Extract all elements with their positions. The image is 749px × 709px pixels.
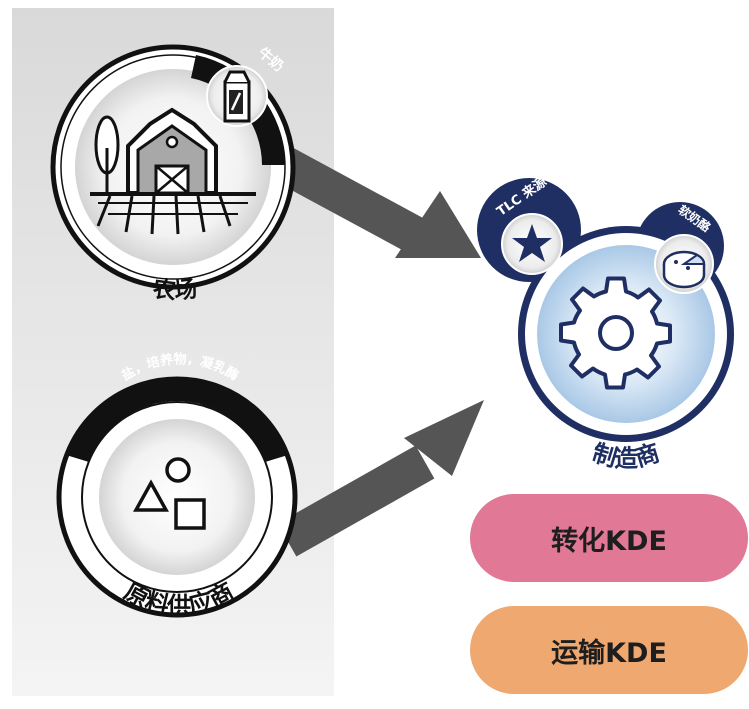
- arrow-supplier-to-manufacturer: [277, 400, 484, 557]
- transport-kde-badge: 运输KDE: [470, 606, 748, 694]
- transport-kde-label: 运输KDE: [551, 637, 667, 669]
- transformation-kde-badge: 转化KDE: [470, 494, 748, 582]
- star-icon: [501, 213, 563, 275]
- farm-label: 农场: [150, 275, 198, 305]
- transformation-kde-label: 转化KDE: [551, 525, 667, 557]
- farm-tag-label: 牛奶: [255, 44, 287, 75]
- gear-icon: [559, 276, 672, 390]
- manufacturer-label: 制造商: [589, 439, 663, 473]
- cheese-icon: [654, 234, 714, 294]
- farm-node: 牛奶: [50, 44, 296, 305]
- supplier-node: 盐，培养物，凝乳酶 原料供应商: [56, 351, 298, 620]
- milk-carton-icon: [206, 65, 268, 127]
- manufacturer-node: TLC 来源 软奶酪 制造商: [477, 174, 734, 473]
- arrow-farm-to-manufacturer: [275, 148, 481, 258]
- shapes-icon: [133, 457, 206, 530]
- barn-icon: [90, 107, 256, 235]
